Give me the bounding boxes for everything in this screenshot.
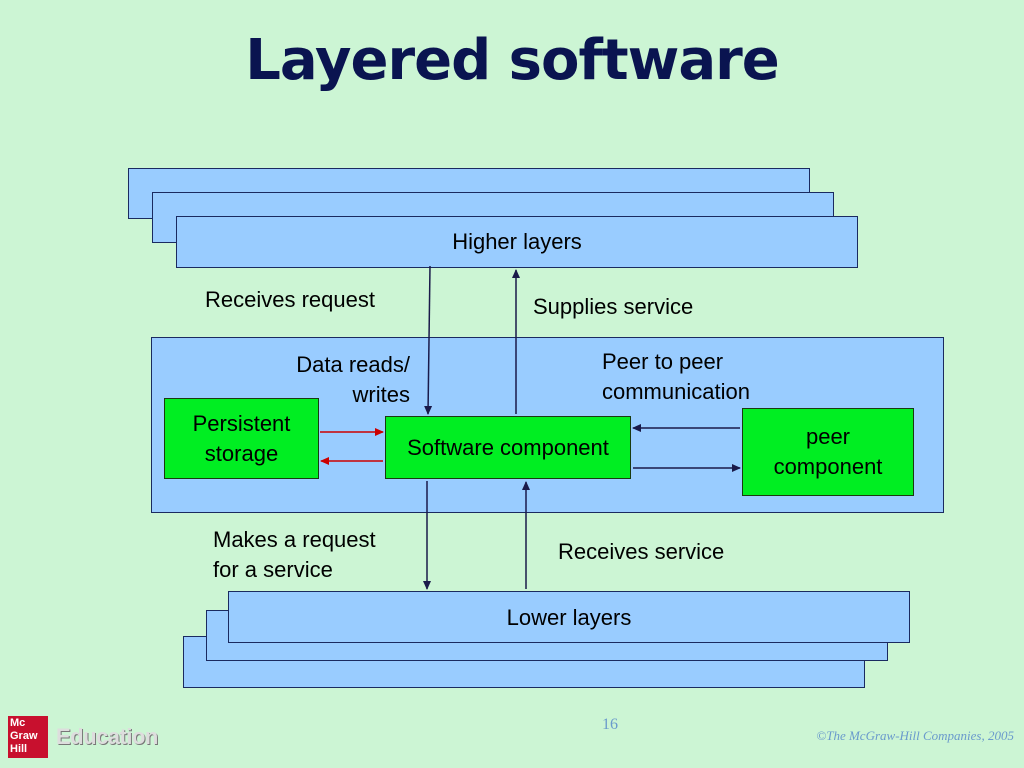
education-logo-text: Education: [56, 724, 158, 749]
persistent-storage-line1: Persistent: [192, 410, 291, 436]
peer-component-line1: peer: [805, 424, 851, 449]
logo-line-mc: Mc: [10, 717, 26, 729]
lower-layers-box: Lower layers: [228, 591, 910, 643]
receives-request-label: Receives request: [205, 287, 375, 312]
data-reads-writes-label-line2: writes: [352, 382, 410, 407]
software-component-label: Software component: [407, 434, 609, 460]
software-component-box: Software component: [385, 416, 631, 479]
persistent-storage-line2: storage: [204, 440, 279, 466]
peer-component-line2: component: [773, 454, 883, 479]
mcgraw-hill-logo: Mc Graw Hill: [8, 716, 48, 758]
persistent-storage-box: Persistent storage: [164, 398, 319, 479]
receives-service-label: Receives service: [558, 539, 725, 564]
peer-communication-label-line2: communication: [602, 379, 750, 404]
peer-component-box: peer component: [742, 408, 914, 496]
data-reads-writes-label-line1: Data reads/: [296, 352, 410, 377]
slide-title: Layered software: [245, 28, 779, 93]
higher-layers-label: Higher layers: [452, 229, 582, 254]
page-number: 16: [602, 716, 618, 733]
peer-communication-label-line1: Peer to peer: [602, 349, 724, 374]
makes-request-label-line1: Makes a request: [213, 527, 376, 552]
lower-layers-label: Lower layers: [506, 605, 632, 630]
logo-line-graw: Graw: [10, 730, 38, 742]
higher-layers-box: Higher layers: [176, 216, 858, 268]
makes-request-label-line2: for a service: [213, 557, 333, 582]
supplies-service-label: Supplies service: [533, 294, 694, 319]
receives-request-arrow: [424, 265, 433, 415]
copyright-notice: ©The McGraw-Hill Companies, 2005: [816, 728, 1014, 743]
logo-line-hill: Hill: [10, 743, 28, 755]
